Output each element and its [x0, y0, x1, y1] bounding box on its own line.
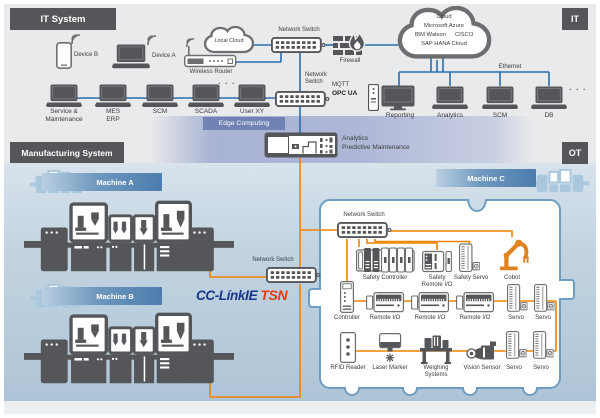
servo-label: Servo [533, 365, 549, 371]
local-cloud-label: Local Cloud [214, 38, 244, 44]
vision-sensor-label: Vision Sensor [463, 365, 501, 371]
cloud-line3a: IBM Watson [414, 31, 446, 38]
ellipsis: · · · [218, 79, 236, 88]
machine-a-label: Machine A [42, 173, 162, 191]
server-label: Reporting [385, 112, 415, 119]
network-switch-label: Network Switch [278, 27, 320, 33]
bottom-strip [4, 401, 596, 414]
cloud-line3b: CISCO [455, 31, 474, 38]
logo-ie: IE [244, 287, 258, 303]
server-label: Analytics [436, 112, 463, 119]
edge-analytics-label: Analytics [342, 135, 369, 142]
workstation-label: User XY [239, 108, 265, 115]
server-label: DB [544, 112, 554, 119]
remote-io-label: Remote I/O [459, 315, 491, 321]
wireless-router-label: Wireless Router [189, 69, 233, 75]
machine-b-label: Machine B [42, 287, 162, 305]
cloud-line1: Cloud [436, 14, 452, 20]
servo-label: Servo [506, 365, 522, 371]
cloud-line4: SAP HANA Cloud [421, 40, 467, 47]
workstation-label: SCADA [194, 108, 218, 115]
logo-cclink: CC-Línk [196, 288, 245, 303]
edge-computing-label: Edge Computing [203, 117, 285, 130]
cloud-line2: Microsoft Azure [424, 22, 464, 29]
workstation-label: SCM [152, 108, 168, 115]
remote-io-label: Remote I/O [414, 315, 446, 321]
logo-tsn: TSN [260, 287, 288, 303]
ellipsis: · · · [569, 85, 587, 94]
edge-predictive-label: Predictive Maintenance [342, 144, 410, 151]
server-label: SCM [492, 112, 508, 119]
safety-servo-label: Safety Servo [453, 275, 489, 281]
rfid-reader-label: RFID Reader [330, 365, 366, 371]
workstation-label: Service &Maintenance [45, 108, 83, 123]
network-switch-label: Network Switch [252, 257, 294, 263]
ethernet-label: Ethernet [498, 64, 522, 70]
device-b-label: Device B [74, 52, 99, 58]
opc-ua-logo: OPC UA [332, 90, 358, 97]
it-system-title: IT System [10, 8, 116, 30]
laser-marker-label: Laser Marker [372, 365, 408, 371]
firewall-label: Firewall [339, 58, 361, 64]
machine-c-label: Machine C [436, 169, 536, 187]
weighing-systems-label: Weighing Systems [423, 365, 449, 379]
device-a-label: Device A [152, 53, 176, 59]
network-switch-label: Network Switch [343, 212, 385, 218]
remote-io-label: Remote I/O [369, 315, 401, 321]
safety-controller-label: Safety Controller [362, 275, 408, 281]
it-badge: IT [562, 8, 588, 30]
servo-label: Servo [508, 315, 524, 321]
cobot-label: Cobot [503, 275, 520, 281]
mqtt-label: MQTT [332, 82, 349, 88]
servo-label: Servo [535, 315, 551, 321]
ot-badge: OT [562, 142, 588, 164]
manufacturing-system-title: Manufacturing System [10, 142, 124, 163]
controller-label: Controller [333, 315, 360, 321]
cloud-services: Cloud Microsoft Azure IBM Watson CISCO S… [398, 13, 490, 49]
cclink-ie-tsn-logo: CC-Línk IE TSN [196, 287, 308, 309]
network-switch-2-label: Network Switch [305, 72, 328, 86]
